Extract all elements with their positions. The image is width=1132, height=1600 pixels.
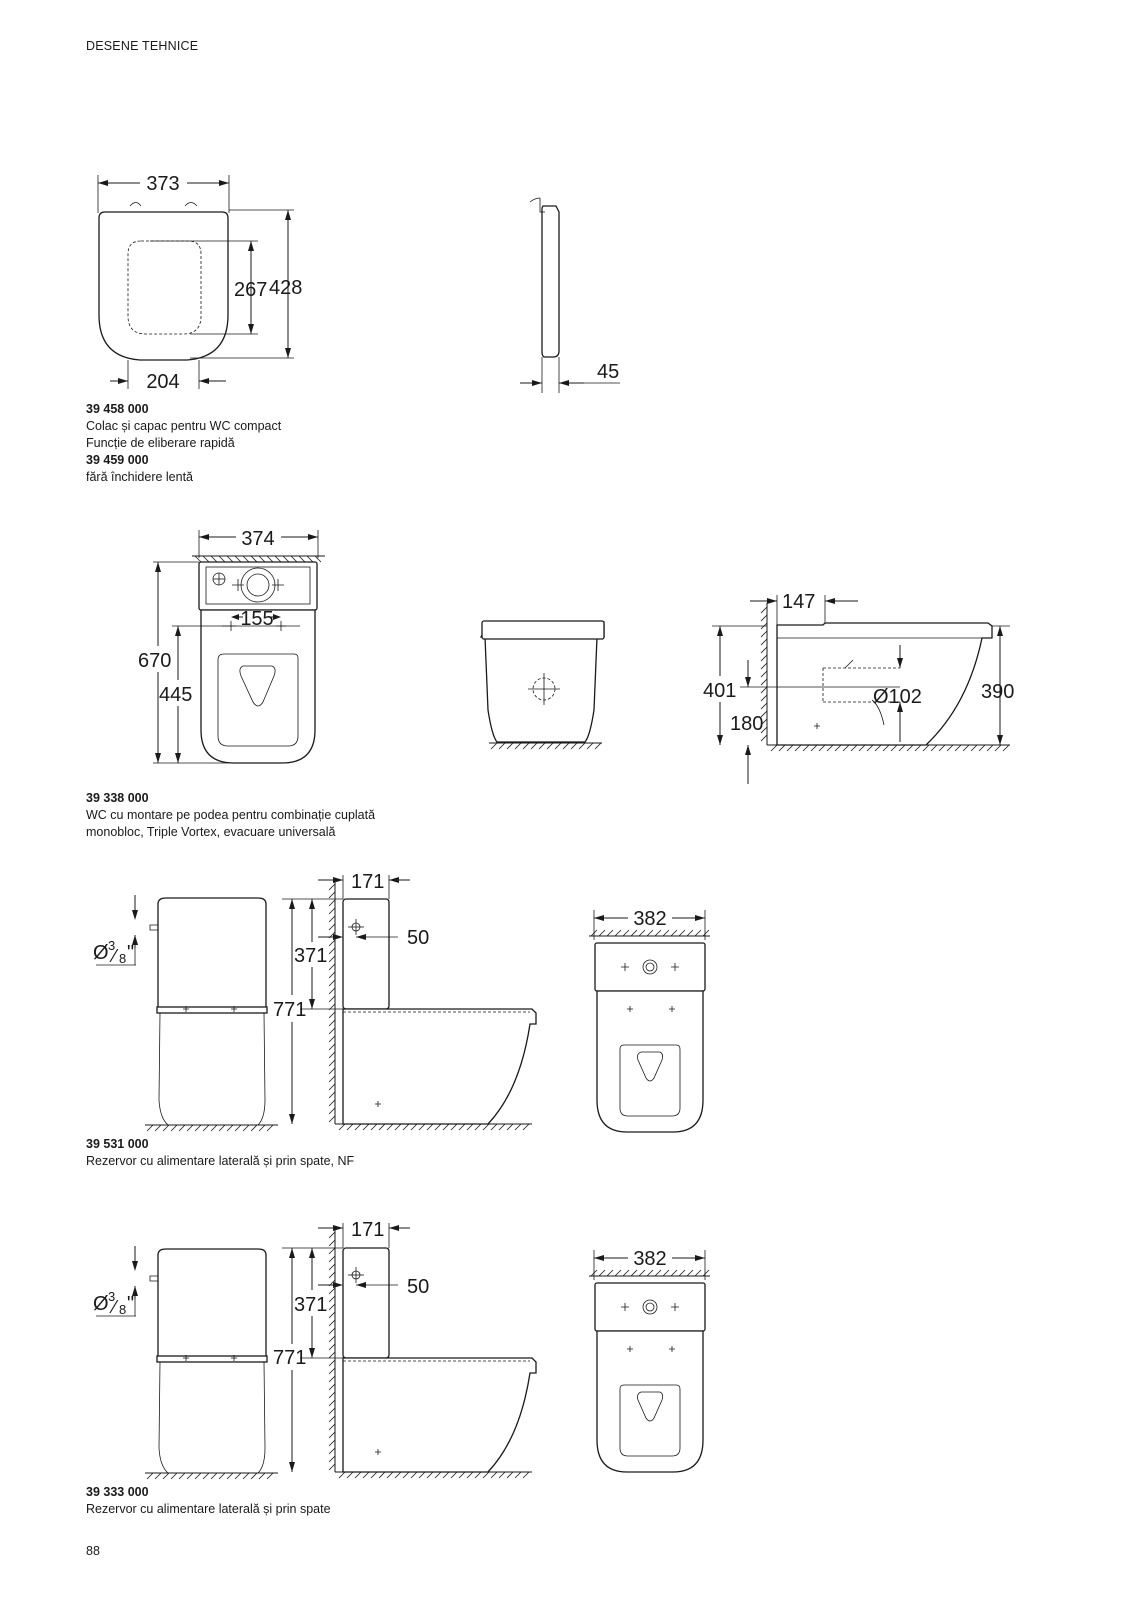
dim-wc-width: 374 <box>241 528 274 550</box>
seat-top-view: 373 267 428 204 <box>97 173 302 393</box>
tank-nf-top-view: 382 <box>589 908 710 1133</box>
caption-tank: 39 333 000 Rezervor cu alimentare latera… <box>86 1484 331 1518</box>
dim-seat-width: 373 <box>146 173 179 195</box>
dim-wc-bowl-height: 390 <box>981 681 1014 703</box>
dim-tank-thread-d: Ø <box>93 1293 109 1315</box>
product-code: 39 531 000 <box>86 1137 149 1151</box>
caption-tank-nf: 39 531 000 Rezervor cu alimentare latera… <box>86 1136 354 1170</box>
dim-tank-nf-thread-den: 8 <box>119 951 126 966</box>
dim-seat-inner: 267 <box>234 279 267 301</box>
dim-tank-total: 771 <box>273 1347 306 1369</box>
dim-tank-thread-den: 8 <box>119 1302 126 1317</box>
dim-wc-height: 670 <box>138 650 171 672</box>
svg-text:⁄: ⁄ <box>109 1297 119 1317</box>
dim-tank-inlet: 50 <box>407 1276 429 1298</box>
dim-tank-nf-height: 371 <box>294 945 327 967</box>
dim-wc-fix-height: 445 <box>159 684 192 706</box>
dim-tank-nf-total: 771 <box>273 999 306 1021</box>
dim-tank-nf-thread-unit: " <box>127 942 134 964</box>
caption-wc: 39 338 000 WC cu montare pe podea pentru… <box>86 790 375 841</box>
product-desc: fără închidere lentă <box>86 470 194 484</box>
tank-front-view <box>96 1246 278 1480</box>
dim-wc-outlet-center: 180 <box>730 713 763 735</box>
tank-side-view: 171 50 371 771 <box>273 1219 537 1479</box>
wc-side-view: 147 401 180 Ø102 390 <box>703 591 1014 784</box>
dim-wc-outlet-height: 401 <box>703 680 736 702</box>
dim-tank-nf-offset: 171 <box>351 871 384 893</box>
seat-side-view: 45 <box>520 197 620 393</box>
tank-nf-side-view: 171 50 371 771 <box>273 871 537 1131</box>
dim-tank-nf-width: 382 <box>633 908 666 930</box>
dim-seat-depth: 428 <box>269 277 302 299</box>
dim-seat-hinge: 204 <box>146 371 179 393</box>
page-number: 88 <box>86 1544 100 1558</box>
page-header: DESENE TEHNICE <box>86 39 199 53</box>
product-desc: Colac și capac pentru WC compact <box>86 419 282 433</box>
dim-tank-nf-thread-num: 3 <box>108 938 115 953</box>
product-desc: Funcție de eliberare rapidă <box>86 436 235 450</box>
product-desc: monobloc, Triple Vortex, evacuare univer… <box>86 825 336 839</box>
product-desc: WC cu montare pe podea pentru combinație… <box>86 808 376 822</box>
dim-tank-nf-thread-d: Ø <box>93 942 109 964</box>
wc-front-view <box>479 620 605 750</box>
dim-wc-offset: 147 <box>782 591 815 613</box>
product-code: 39 459 000 <box>86 453 149 467</box>
tank-nf-front-view <box>96 895 278 1132</box>
dim-tank-thread-unit: " <box>127 1293 134 1315</box>
dim-tank-width: 382 <box>633 1248 666 1270</box>
wc-top-view: 374 155 670 445 <box>138 528 325 764</box>
svg-text:⁄: ⁄ <box>109 946 119 966</box>
dim-tank-height: 371 <box>294 1294 327 1316</box>
dim-wc-outlet-dia: Ø102 <box>873 686 922 708</box>
product-desc: Rezervor cu alimentare laterală și prin … <box>86 1502 331 1516</box>
product-code: 39 333 000 <box>86 1485 149 1499</box>
product-code: 39 458 000 <box>86 402 149 416</box>
dim-seat-thickness: 45 <box>597 361 619 383</box>
dim-tank-nf-inlet: 50 <box>407 927 429 949</box>
product-desc: Rezervor cu alimentare laterală și prin … <box>86 1154 355 1168</box>
dim-tank-offset: 171 <box>351 1219 384 1241</box>
product-code: 39 338 000 <box>86 791 149 805</box>
dim-tank-thread-num: 3 <box>108 1289 115 1304</box>
caption-seat: 39 458 000 Colac și capac pentru WC comp… <box>86 401 281 486</box>
tank-top-view: 382 <box>589 1248 710 1473</box>
dim-wc-fix: 155 <box>240 608 273 630</box>
